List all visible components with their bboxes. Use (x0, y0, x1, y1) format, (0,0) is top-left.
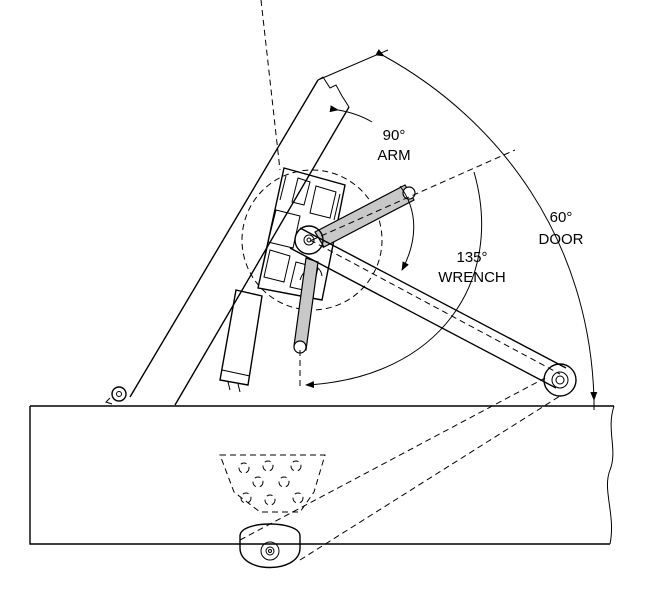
door-leaf (129, 76, 350, 406)
arm-angle-label: 90° (383, 127, 406, 144)
door-hinge (105, 386, 127, 405)
wrench-forearm (293, 184, 416, 354)
header-bracket (219, 454, 326, 569)
main-arm (289, 225, 577, 397)
door-label: DOOR (539, 231, 584, 248)
frame-header (29, 405, 615, 545)
wrench-label: WRENCH (438, 269, 506, 286)
door-angle-label: 60° (550, 209, 573, 226)
arm-angle-arc (329, 105, 373, 123)
door-angle-arc (375, 49, 598, 401)
wrench-angle-label: 135° (456, 249, 487, 266)
arm-label: ARM (377, 147, 410, 164)
projection-lines (239, 350, 561, 561)
closer-body (219, 167, 383, 393)
door-swing-line (260, 0, 281, 171)
